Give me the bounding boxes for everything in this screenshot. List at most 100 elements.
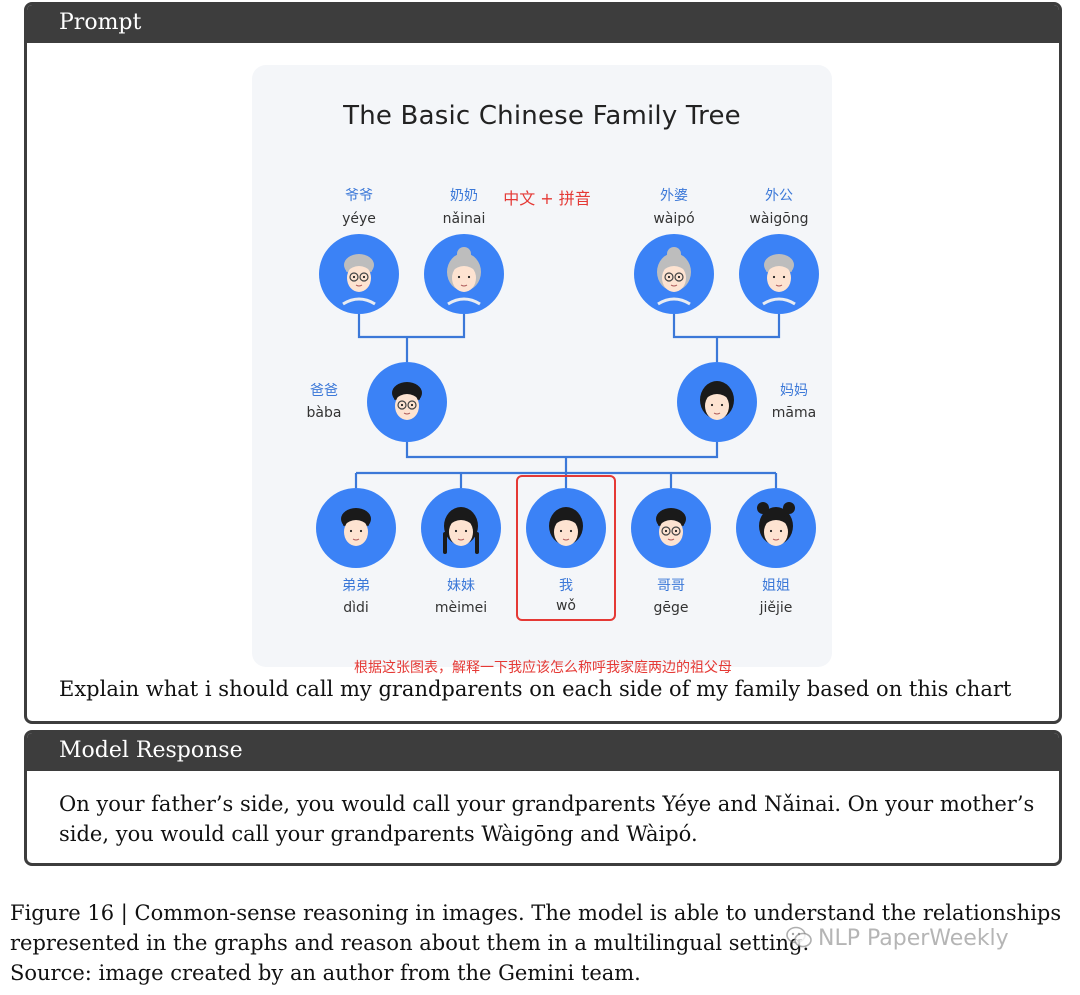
label-gege-zh: 哥哥 — [657, 578, 685, 594]
bangs-nainai — [451, 260, 477, 272]
label-baba-pinyin: bàba — [306, 405, 342, 421]
eye-right-waipo — [677, 275, 681, 279]
glasses-left-baba — [397, 400, 407, 410]
mouth-yeye — [355, 284, 363, 287]
label-waigong-zh: 外公 — [765, 188, 793, 204]
label-jiejie-zh: 姐姐 — [762, 578, 790, 594]
connector-paternal-grandparents — [357, 314, 466, 339]
glasses-right-baba — [407, 400, 417, 410]
caption-line-1: Figure 16 | Common-sense reasoning in im… — [10, 901, 1062, 925]
eye-left-wo — [559, 529, 563, 533]
face-gege — [659, 518, 683, 546]
label-mama-zh: 妈妈 — [780, 383, 808, 399]
node-wo — [526, 488, 606, 568]
collar-nainai — [447, 297, 481, 306]
node-meimei — [421, 488, 501, 568]
bangs-yeye — [346, 260, 372, 272]
bangs-jiejie — [763, 514, 789, 526]
bun-left-jiejie — [757, 502, 769, 514]
glasses-right-gege — [671, 526, 681, 536]
eye-left-didi — [349, 529, 353, 533]
bun-nainai — [457, 247, 471, 261]
caption-line-3: Source: image created by an author from … — [10, 961, 641, 985]
eye-right-waigong — [782, 275, 786, 279]
node-mama — [677, 362, 757, 442]
mouth-nainai — [460, 284, 468, 287]
eye-left-baba — [400, 403, 404, 407]
label-meimei-zh: 妹妹 — [447, 578, 475, 594]
eye-right-jiejie — [779, 529, 783, 533]
label-waigong-pinyin: wàigōng — [749, 211, 809, 227]
caption-line-2: represented in the graphs and reason abo… — [10, 931, 810, 955]
collar-yeye — [342, 297, 376, 306]
eye-right-mama — [720, 403, 724, 407]
bangs-gege — [658, 514, 684, 526]
label-baba-zh: 爸爸 — [310, 383, 338, 399]
face-meimei — [449, 518, 473, 546]
label-nainai-zh: 奶奶 — [450, 188, 478, 204]
eye-left-gege — [664, 529, 668, 533]
chinese-prompt-text: 根据这张图表，解释一下我应该怎么称呼我家庭两边的祖父母 — [354, 660, 732, 676]
node-waigong — [739, 234, 819, 314]
node-nainai — [424, 234, 504, 314]
label-jiejie-pinyin: jiějie — [759, 600, 793, 616]
collar-waipo — [657, 297, 691, 306]
node-yeye — [319, 234, 399, 314]
me-highlight-box — [516, 475, 616, 621]
label-waipo-pinyin: wàipó — [653, 211, 695, 227]
language-label: 中文 + 拼音 — [503, 189, 591, 208]
response-panel: Model Response On your father’s side, yo… — [24, 730, 1062, 866]
eye-left-meimei — [454, 529, 458, 533]
braid-right-meimei — [475, 532, 479, 554]
bangs-waigong — [766, 260, 792, 272]
face-waigong — [767, 264, 791, 292]
eye-left-nainai — [457, 275, 461, 279]
label-nainai-pinyin: nǎinai — [442, 211, 486, 227]
prompt-panel: Prompt The Basic Chinese Family Tree 中文 … — [24, 2, 1062, 724]
eye-left-mama — [710, 403, 714, 407]
mouth-gege — [667, 538, 675, 541]
eye-left-waipo — [667, 275, 671, 279]
eye-right-meimei — [464, 529, 468, 533]
glasses-right-waipo — [674, 272, 684, 282]
eye-left-yeye — [352, 275, 356, 279]
mouth-jiejie — [772, 538, 780, 541]
chart-title: The Basic Chinese Family Tree — [343, 101, 741, 131]
node-baba — [367, 362, 447, 442]
node-jiejie — [736, 488, 816, 568]
bangs-didi — [343, 514, 369, 526]
mouth-wo — [562, 538, 570, 541]
family-tree-figure: The Basic Chinese Family Tree 中文 + 拼音 爷爷… — [252, 65, 832, 667]
glasses-left-gege — [661, 526, 671, 536]
eye-left-jiejie — [769, 529, 773, 533]
prompt-header: Prompt — [27, 5, 1059, 43]
face-wo — [554, 518, 578, 546]
label-gege-pinyin: gēge — [653, 600, 689, 616]
face-didi — [344, 518, 368, 546]
figure-caption: Figure 16 | Common-sense reasoning in im… — [10, 898, 1078, 988]
watermark: NLP PaperWeekly — [786, 926, 1009, 951]
label-meimei-pinyin: mèimei — [434, 600, 488, 616]
eye-right-nainai — [467, 275, 471, 279]
eye-right-yeye — [362, 275, 366, 279]
connector-maternal-grandparents — [672, 314, 781, 339]
wechat-icon — [786, 926, 812, 948]
face-baba — [395, 392, 419, 420]
eye-right-didi — [359, 529, 363, 533]
bun-right-jiejie — [783, 502, 795, 514]
collar-waigong — [762, 297, 796, 306]
bangs-mama — [704, 388, 730, 400]
face-nainai — [452, 264, 476, 292]
bangs-baba — [394, 388, 420, 400]
response-header: Model Response — [27, 733, 1059, 771]
mouth-waigong — [775, 284, 783, 287]
node-gege — [631, 488, 711, 568]
label-wo-zh: 我 — [559, 578, 573, 594]
node-didi — [316, 488, 396, 568]
label-yeye-pinyin: yéye — [342, 211, 376, 227]
label-yeye-zh: 爷爷 — [345, 188, 373, 204]
prompt-text: Explain what i should call my grandparen… — [59, 677, 1012, 701]
bun-waipo — [667, 247, 681, 261]
label-wo-pinyin: wǒ — [555, 598, 576, 614]
label-didi-zh: 弟弟 — [342, 578, 370, 594]
